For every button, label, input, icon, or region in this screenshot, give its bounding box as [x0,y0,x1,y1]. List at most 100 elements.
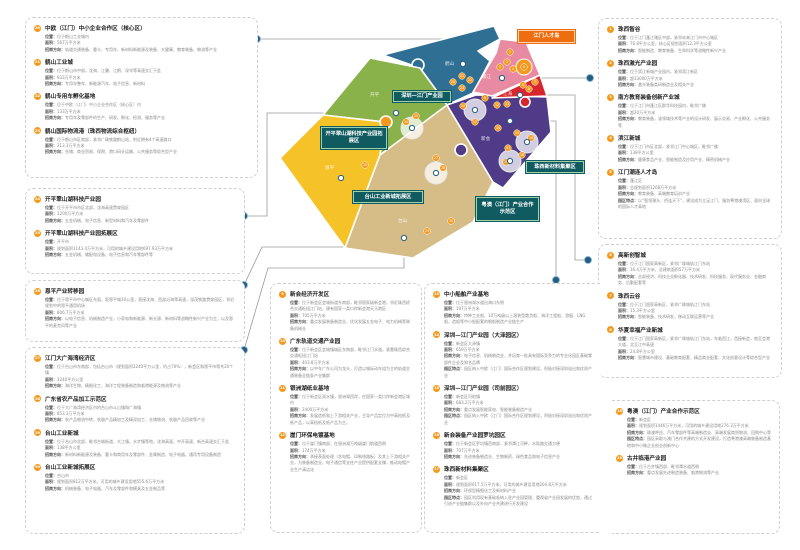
park-title: 中小船舶产业基地 [444,292,489,298]
park-detail-row: 位置：位于江门蓬江辖区中部，紧邻未来江门市中心城区 [607,35,773,41]
detail-key: 位置： [618,261,630,266]
map-pin-15[interactable]: 15 [513,129,521,137]
map-pin-25[interactable]: 25 [412,112,420,120]
detail-value: 806.7万平方米 [57,309,85,315]
map-pin-6[interactable]: 6 [519,81,527,89]
map-pin-5[interactable]: 5 [520,63,528,71]
map-pin-28[interactable]: 28 [439,164,447,172]
park-detail-row: 招商方向：以中车广东公司为龙头，打造以城际动车组为主的轨道交通装备全链条产业集群 [279,366,413,379]
detail-key: 位置： [45,68,57,74]
park-detail-row: 面积：806.7万平方米 [34,310,236,316]
map-pin-7[interactable]: 7 [531,78,539,86]
item-number-badge: 9 [279,290,286,298]
detail-value: 位于江门市蓬江区群华科技园内，毗邻广佛 [630,103,706,109]
detail-key: 招商方向： [45,115,65,121]
park-detail-row: 位置：位于江门国家高新区，紧邻广珠城轨江门东站 [607,261,773,267]
label-kaiping-extension: 开平翠山湖科技产业园拓展区 [320,126,388,150]
detail-key: 面积： [618,75,630,81]
map-pin-16[interactable]: 16 [527,134,535,142]
item-number-badge: 27 [34,354,41,362]
detail-value: 138平方公里 [57,445,81,451]
svg-text:21: 21 [460,74,464,78]
detail-value: 健康食品产业、智能制造及应用产业、精密机械产业 [638,156,730,162]
detail-value: 位于鹤山市区南部，紧邻广珠铁路鹤山站，附近拥有4个高速路口 [57,136,172,142]
detail-key: 园区特点： [444,366,464,372]
map-pin-18[interactable]: 18 [518,151,526,159]
map-pin-4[interactable]: 4 [509,65,517,73]
park-title: 恩平产业转移园 [45,289,85,295]
detail-value: 24.8平方公里 [630,348,655,354]
park-detail-row: 园区特点：园区纳入中欧（江门）国际合作区规划建设，积极对接深圳溢出和优质产业 [433,413,592,426]
detail-value: 珠澳呼应、汽车零部件等高端制造业、高端发展商贸物流、回购中心等 [647,429,771,435]
detail-key: 面积： [45,211,57,217]
park-detail-row: 面积：规划面积812万平方米，可用的城乡建设用地555.6万平方米 [34,479,236,485]
map-pin-8[interactable]: 8 [525,85,533,93]
map-pin-24[interactable]: 24 [402,118,410,126]
map-pin-2[interactable]: 2 [496,63,504,71]
park-detail-row: 招商方向：健康食品产业、智能制造及应用产业、精密机械产业 [607,157,773,163]
map-pin-10[interactable]: 10 [459,102,467,110]
map-pin-21[interactable]: 21 [458,72,466,80]
park-detail-row: 位置：位于滨江新城产业园内，紧邻滨江新区 [607,69,773,75]
map-pin-1[interactable]: 1 [506,48,514,56]
map-pin-30[interactable]: 30 [447,217,455,225]
detail-value: 213.3万平方米 [57,143,85,149]
detail-value: 专用车整车、新能源汽车、电子信息、新材料 [65,81,145,87]
map-pin-12[interactable]: 12 [493,101,501,109]
map-pin-11[interactable]: 11 [471,118,479,126]
park-title: 珠西激光产业园 [618,61,658,68]
location-marker [498,74,506,82]
region-name-jianghai: 江海 [503,92,513,97]
map-pin-22[interactable]: 22 [466,76,474,84]
park-title: 鹤山专用车孵化基地 [45,94,96,101]
detail-value: 环保型精细化工及新材料产业 [464,488,516,494]
item-number-badge: 19 [616,454,623,462]
map-pin-27[interactable]: 27 [432,154,440,162]
svg-text:20: 20 [451,80,455,84]
detail-value: 规划面积812万平方米，可用的城乡建设用地555.6万平方米 [57,479,165,485]
park-title: 深圳—江门产业园（大泽园区） [444,332,523,339]
detail-value: 超20万平方米 [630,109,656,115]
map-pin-9[interactable]: 9 [481,94,489,102]
detail-value: 197万平方米 [456,306,480,312]
svg-text:18: 18 [520,153,524,157]
detail-key: 面积： [45,245,57,251]
location-marker [471,106,479,114]
map-pin-20[interactable]: 20 [449,78,457,86]
detail-value: 五金机械、输配电设备、电子信息和汽车零部件等 [65,252,153,258]
svg-text:6: 6 [522,83,524,87]
detail-value: 海洋生物、精细化工、海洋工程装备制造和临港能源及物流等产业 [65,383,181,389]
svg-text:5: 5 [523,65,525,69]
detail-value: 仓储、商业贸易、保税、港口码头运输、公共服务等综合型产业 [65,149,177,155]
detail-value: 专用车及零部件的生产、研发、孵化、检测、服务等产业 [65,115,165,121]
map-pin-14[interactable]: 14 [494,124,502,132]
detail-value: 园区纳入中欧（江门）国际合作区规划建设，积极对接深圳溢出和优质产业 [444,366,592,378]
detail-key: 招商方向： [618,82,638,88]
park-detail-row: 位置：位于台山市北部，毗邻台城街道、大江镇、水步镇等地，沈海高速、中开高速、新台… [34,439,236,445]
detail-value: 发展造纸和上下游相关产业，主导产品定位为中高档纸及纸产品，以高档纸及纸产品为主。 [290,413,410,425]
item-number-badge: 16 [433,431,440,439]
park-detail-row: 面积：567万平方米 [34,40,249,46]
detail-value: 以电子信息、机械制造产业，小家电和新能源、新光源、新材料等战略性新兴产业为主，以… [45,316,233,328]
connector-dot [585,73,595,83]
item-number-badge: 5 [607,168,614,176]
detail-key: 面积： [45,143,57,149]
detail-value: 教育装备，该领域技术等产业的设计研发、展示交易、产业孵化、公共服务等 [618,116,770,128]
park-title: 广东轨道交通产业园 [290,339,341,346]
map-pin-26[interactable]: 26 [361,161,369,169]
park-detail-row: 位置：位于新会区罗坑镇西南部，紧邻潭江河畔，水陆路交通方便 [433,441,592,447]
item-number-badge: 6 [607,251,614,259]
map-pin-3[interactable]: 3 [503,58,511,66]
item-number-badge: 24 [34,195,41,203]
detail-value: 位于开平市市区北部，沈海高速贯穿园区 [57,205,129,210]
map-pin-29[interactable]: 29 [423,227,431,235]
park-detail-row: 位置：位于大广海湾经济区内的台山市斗山镇和广海镇 [34,405,236,411]
map-pin-13[interactable]: 13 [503,100,511,108]
map-pin-17[interactable]: 17 [504,144,512,152]
map-pin-23[interactable]: 23 [458,84,466,92]
